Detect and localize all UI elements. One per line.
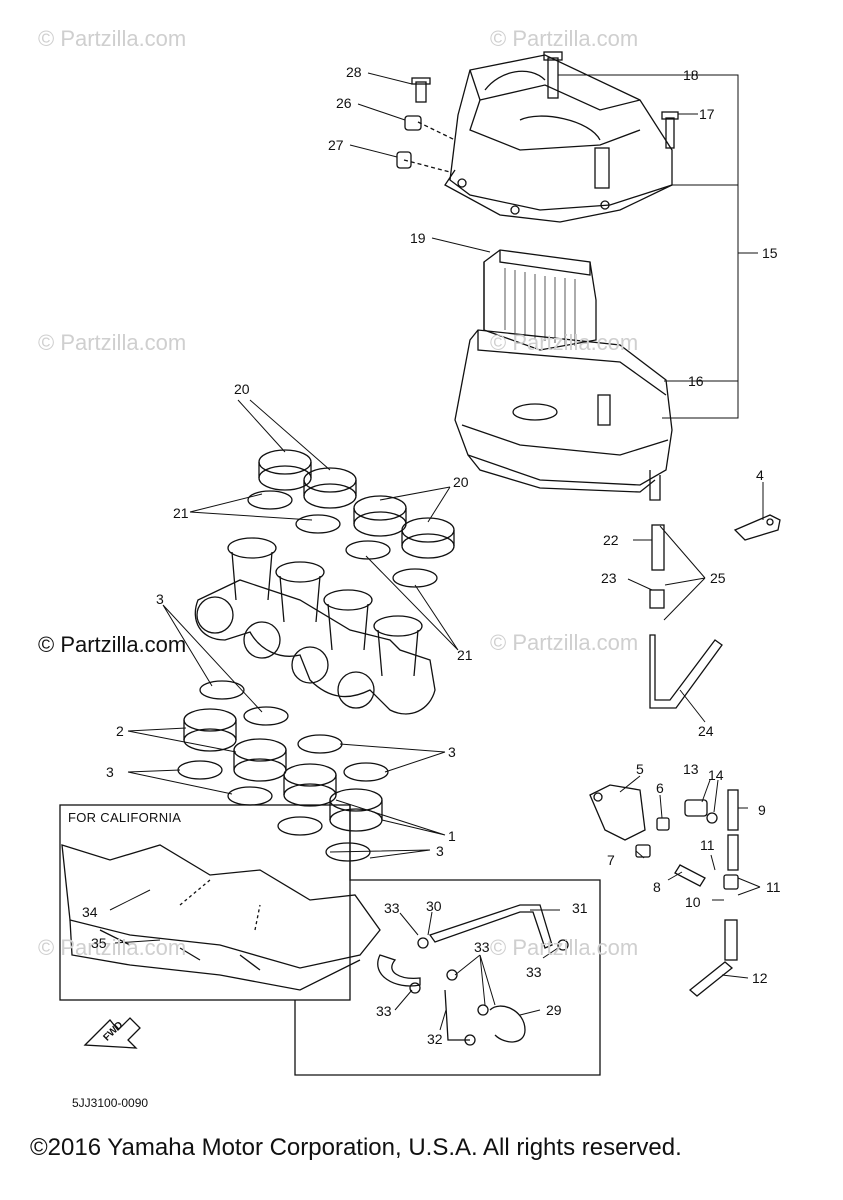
callout-20b: 20	[453, 474, 469, 490]
callout-33b: 33	[474, 939, 490, 955]
callout-11a: 11	[700, 837, 715, 853]
callout-3a: 3	[156, 591, 164, 607]
fwd-arrow	[83, 1017, 141, 1049]
callout-21a: 21	[173, 505, 189, 521]
callout-13: 13	[683, 761, 699, 777]
watermark-mid-left: © Partzilla.com	[38, 330, 187, 355]
callout-33d: 33	[376, 1003, 392, 1019]
callout-26: 26	[336, 95, 352, 111]
callout-31: 31	[572, 900, 588, 916]
callout-1: 1	[448, 828, 456, 844]
callout-3d: 3	[436, 843, 444, 859]
copyright-notice: ©2016 Yamaha Motor Corporation, U.S.A. A…	[30, 1134, 682, 1161]
callout-32: 32	[427, 1031, 443, 1047]
watermark-mid-right-2: © Partzilla.com	[490, 630, 639, 655]
callout-9: 9	[758, 802, 766, 818]
callout-8: 8	[653, 879, 661, 895]
callout-3c: 3	[448, 744, 456, 760]
watermark-top-center: © Partzilla.com	[490, 26, 639, 51]
bolt-18	[543, 51, 563, 99]
callout-28: 28	[346, 64, 362, 80]
callout-2: 2	[116, 723, 124, 739]
california-hoses	[377, 904, 569, 1046]
screw-28	[411, 77, 431, 103]
watermark-lower-right: © Partzilla.com	[490, 935, 639, 960]
california-box-frame	[294, 805, 601, 1076]
airbox-lower-case	[454, 329, 673, 501]
california-box	[59, 804, 351, 1001]
watermark-top-left: © Partzilla.com	[38, 26, 187, 51]
california-box-title: FOR CALIFORNIA	[68, 810, 182, 825]
callout-14: 14	[708, 767, 724, 783]
callout-4: 4	[756, 467, 764, 483]
callout-17: 17	[699, 106, 715, 122]
callout-25: 25	[710, 570, 726, 586]
leader-lines	[109, 72, 764, 1031]
callout-3b: 3	[106, 764, 114, 780]
callout-6: 6	[656, 780, 664, 796]
collar-27	[396, 151, 412, 169]
bolt-17	[661, 111, 679, 149]
callout-33a: 33	[384, 900, 400, 916]
diagram-code: 5JJ3100-0090	[72, 1096, 149, 1110]
callout-18: 18	[683, 67, 699, 83]
breather-parts	[649, 514, 781, 709]
callout-22: 22	[603, 532, 619, 548]
air-filter-element	[483, 249, 597, 351]
watermark-strong: © Partzilla.com	[38, 632, 187, 657]
small-parts-5-14	[589, 784, 739, 997]
clamps-21	[247, 490, 438, 588]
callout-12: 12	[752, 970, 768, 986]
callout-20a: 20	[234, 381, 250, 397]
watermark-lower-left: © Partzilla.com	[38, 935, 187, 960]
callout-15: 15	[762, 245, 778, 261]
callout-7: 7	[607, 852, 615, 868]
callout-10: 10	[685, 894, 701, 910]
joints-2-1	[183, 708, 383, 832]
callout-5: 5	[636, 761, 644, 777]
callout-35: 35	[91, 935, 107, 951]
callout-23: 23	[601, 570, 617, 586]
heat-shield	[61, 844, 381, 991]
carburetor-assembly	[194, 537, 436, 715]
callout-33c: 33	[526, 964, 542, 980]
callout-34: 34	[82, 904, 98, 920]
callout-29: 29	[546, 1002, 562, 1018]
watermark-mid-right: © Partzilla.com	[490, 330, 639, 355]
carb-joints-20	[258, 449, 455, 559]
callout-16: 16	[688, 373, 704, 389]
callout-24: 24	[698, 723, 714, 739]
callout-11b: 11	[766, 879, 781, 895]
callout-30: 30	[426, 898, 442, 914]
callout-21b: 21	[457, 647, 473, 663]
callout-19: 19	[410, 230, 426, 246]
callout-27: 27	[328, 137, 344, 153]
